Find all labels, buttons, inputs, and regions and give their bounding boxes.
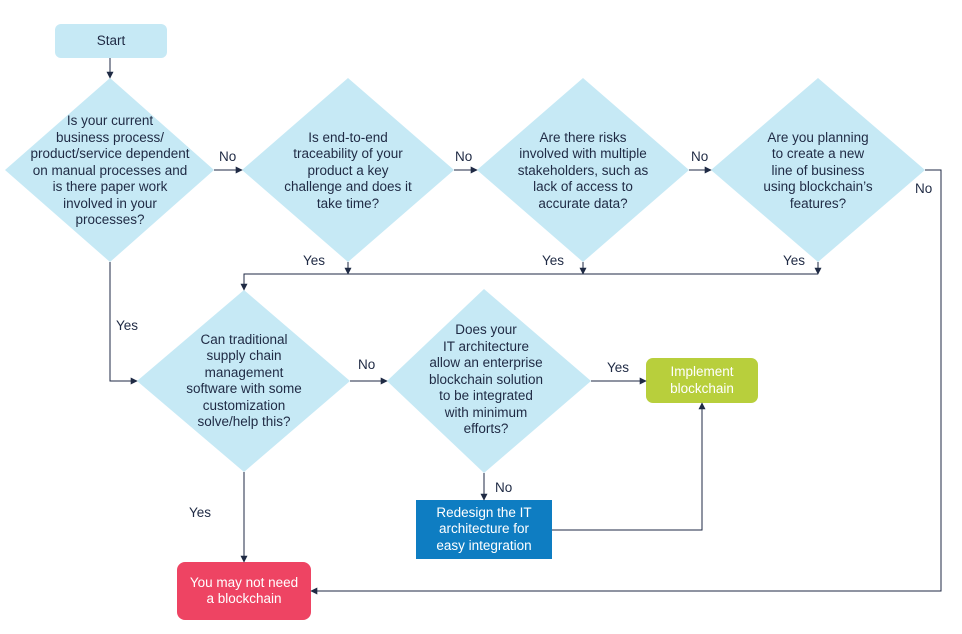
implement-box <box>646 358 758 403</box>
start-box <box>55 24 167 58</box>
decision-q5 <box>137 290 350 472</box>
edge-label-q1-yes: Yes <box>116 318 139 333</box>
no-need-box <box>177 562 311 620</box>
decision-q2 <box>242 78 454 262</box>
decision-q3 <box>477 78 689 262</box>
edge-label-q4-yes: Yes <box>783 253 806 268</box>
edge-label-q6-yes: Yes <box>607 360 630 375</box>
edge-label-q2-yes: Yes <box>303 253 326 268</box>
edge-label-q1-no: No <box>219 149 237 164</box>
edge-q1-yes <box>109 262 138 385</box>
decision-q6 <box>387 289 591 473</box>
edge-label-q4-no: No <box>915 181 933 196</box>
redesign-box <box>416 500 552 559</box>
edge-redesign-implement <box>552 402 706 531</box>
edge-yes-bus <box>240 273 818 291</box>
edge-label-q5-no: No <box>358 357 376 372</box>
edge-label-q5-yes: Yes <box>189 505 212 520</box>
edge-label-q3-no: No <box>691 149 709 164</box>
edge-q4-no <box>310 169 942 595</box>
decision-q1 <box>5 78 214 262</box>
edge-label-q2-no: No <box>455 149 473 164</box>
edge-label-q6-no: No <box>495 480 513 495</box>
edge-label-q3-yes: Yes <box>542 253 565 268</box>
decision-q4 <box>711 78 925 262</box>
connectors <box>106 58 942 595</box>
